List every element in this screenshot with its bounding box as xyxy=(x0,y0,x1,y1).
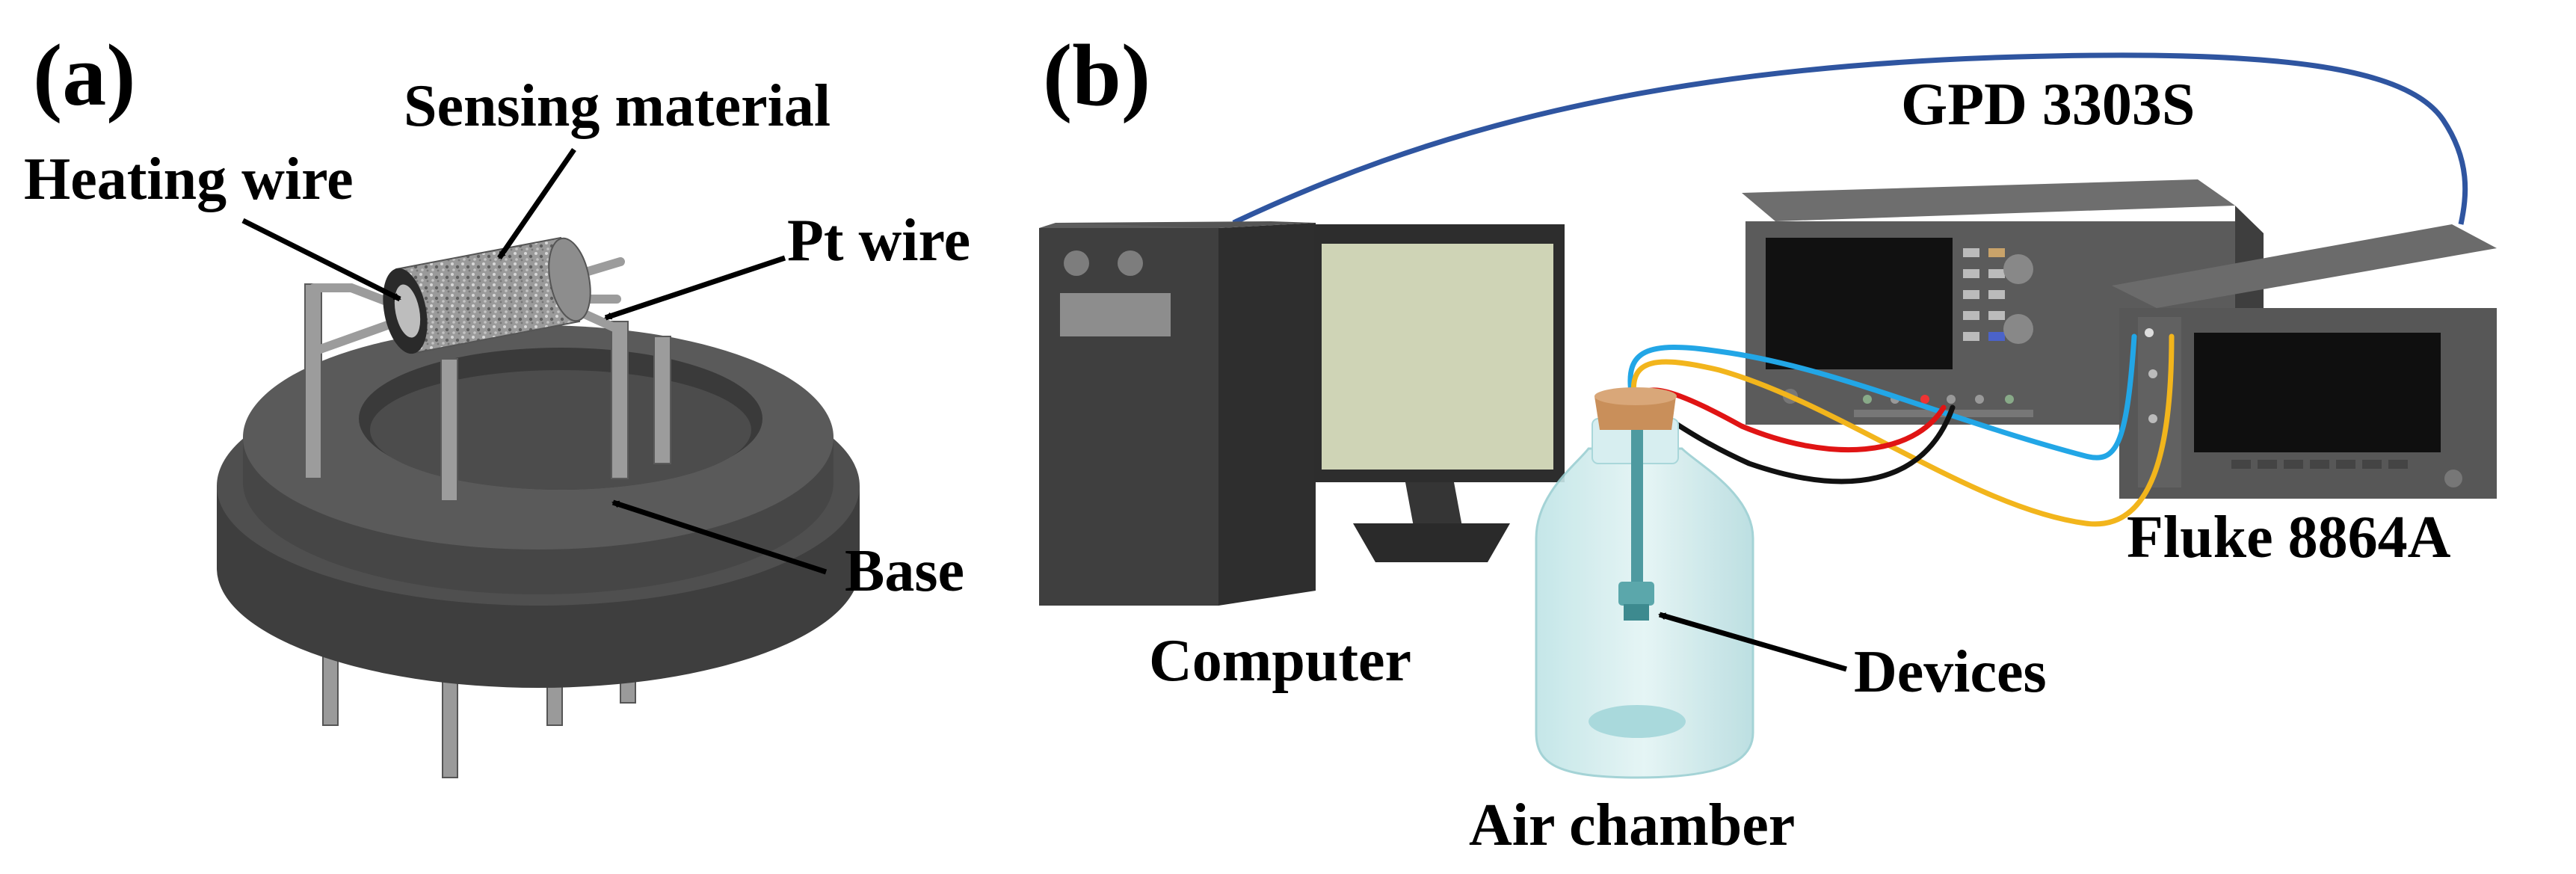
voltage-knob-icon xyxy=(2003,254,2033,284)
panel-a-label: (a) xyxy=(33,26,136,124)
label-computer: Computer xyxy=(1149,628,1411,694)
label-air-chamber: Air chamber xyxy=(1469,793,1795,858)
multimeter xyxy=(2112,224,2497,499)
arrow-devices xyxy=(1658,612,1847,672)
wire-cyan xyxy=(1627,333,2137,461)
arrow-pt-wire xyxy=(604,255,786,321)
air-chamber xyxy=(1535,387,1754,779)
label-heating-wire: Heating wire xyxy=(24,147,354,212)
label-devices: Devices xyxy=(1854,639,2047,705)
multimeter-screen xyxy=(2194,333,2441,452)
power-supply-buttons xyxy=(1963,248,2005,341)
arrow-base xyxy=(611,499,828,575)
wire-yellow xyxy=(1630,333,2175,527)
label-sensing-material: Sensing material xyxy=(404,73,831,139)
arrow-heating-wire xyxy=(241,218,401,302)
power-supply-screen xyxy=(1766,238,1953,369)
usb-cable xyxy=(1232,52,2468,226)
label-base: Base xyxy=(845,538,964,604)
monitor-screen xyxy=(1322,244,1553,470)
power-button-icon xyxy=(1064,250,1089,276)
label-multimeter: Fluke 8864A xyxy=(2127,505,2451,570)
computer-monitor xyxy=(1314,224,1565,562)
panel-b: (b) Computer xyxy=(1039,26,2497,858)
panel-a: (a) xyxy=(24,26,970,778)
arrow-sensing-material xyxy=(497,148,576,259)
current-knob-icon xyxy=(2003,314,2033,344)
label-pt-wire: Pt wire xyxy=(787,208,970,274)
label-power-supply: GPD 3303S xyxy=(1901,72,2195,138)
monitor-stand xyxy=(1353,523,1510,562)
multimeter-buttons xyxy=(2231,460,2408,469)
drive-bay xyxy=(1060,293,1171,336)
reset-button-icon xyxy=(1118,250,1143,276)
panel-b-label: (b) xyxy=(1043,26,1150,124)
computer-tower xyxy=(1039,221,1316,606)
chamber-stopper xyxy=(1594,396,1676,430)
